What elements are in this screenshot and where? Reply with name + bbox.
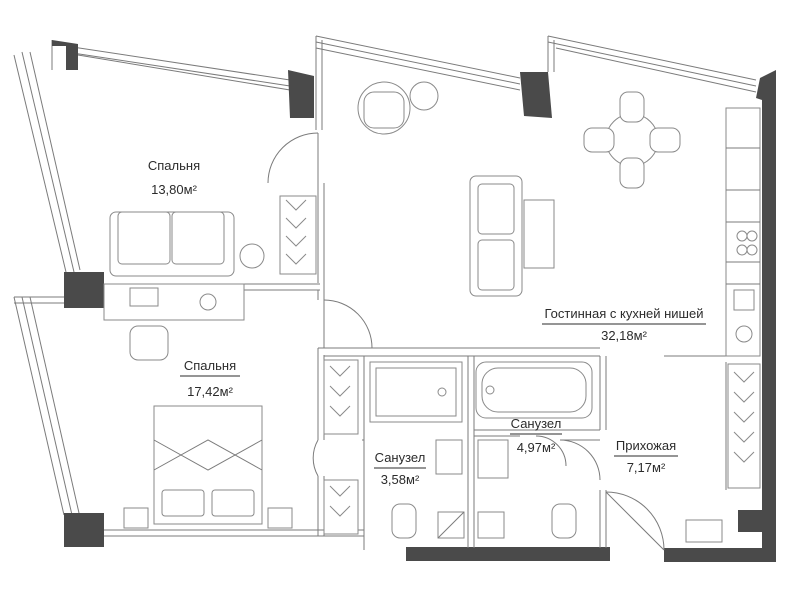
bedroom-2-furniture xyxy=(123,359,359,535)
room-area: 17,42м² xyxy=(187,384,233,399)
living-room-furniture xyxy=(357,81,761,357)
room-label-living: Гостинная с кухней нишей 32,18м² xyxy=(542,306,706,343)
room-label-bathroom-2: Санузел 4,97м² xyxy=(510,416,562,455)
bedroom-1-furniture xyxy=(103,195,317,361)
room-area: 13,80м² xyxy=(151,182,197,197)
room-area: 7,17м² xyxy=(627,460,666,475)
doors xyxy=(267,132,665,551)
room-label-bedroom-1: Спальня 13,80м² xyxy=(148,158,200,197)
room-label-hall: Прихожая 7,17м² xyxy=(614,438,678,475)
room-name: Спальня xyxy=(148,158,200,173)
room-area: 3,58м² xyxy=(381,472,420,487)
room-name: Спальня xyxy=(184,358,236,373)
bathrooms xyxy=(369,361,593,539)
structural-walls xyxy=(52,40,776,562)
room-name: Санузел xyxy=(511,416,562,431)
hall-furniture xyxy=(685,363,761,543)
room-area: 4,97м² xyxy=(517,440,556,455)
room-name: Прихожая xyxy=(616,438,676,453)
room-name: Санузел xyxy=(375,450,426,465)
room-name: Гостинная с кухней нишей xyxy=(545,306,704,321)
room-area: 32,18м² xyxy=(601,328,647,343)
interior-partitions xyxy=(317,108,727,550)
room-label-bathroom-1: Санузел 3,58м² xyxy=(374,450,426,487)
room-label-bedroom-2: Спальня 17,42м² xyxy=(180,358,240,399)
